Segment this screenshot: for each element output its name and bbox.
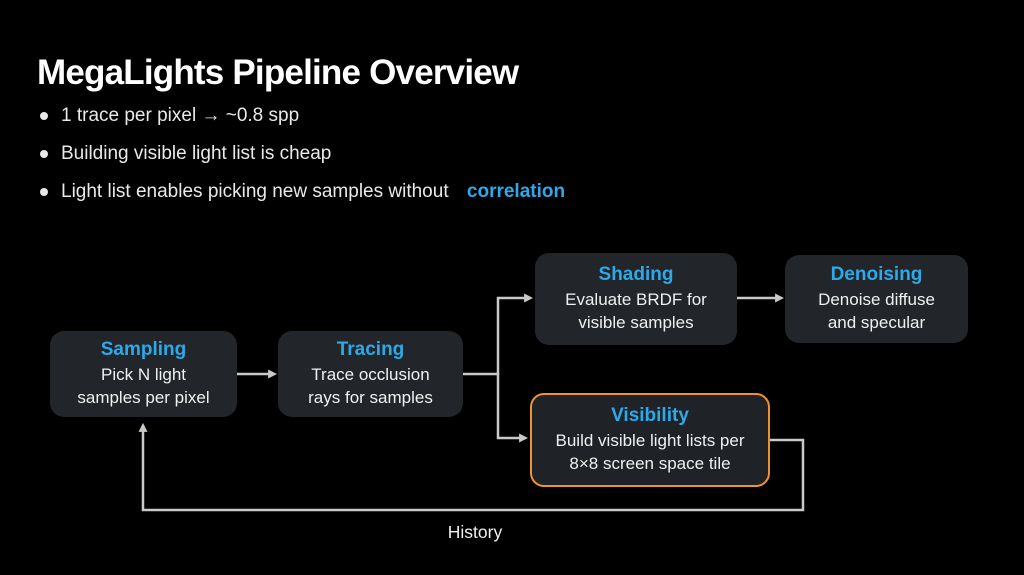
node-description-line: Denoise diffuse: [818, 289, 935, 309]
node-denoising: Denoising Denoise diffuse and specular: [785, 255, 968, 343]
node-title: Shading: [598, 263, 674, 285]
node-description-line: samples per pixel: [77, 387, 210, 407]
node-description-line: Trace occlusion: [311, 364, 430, 384]
node-description-line: Build visible light lists per: [555, 430, 745, 450]
node-description: Trace occlusion rays for samples: [308, 364, 433, 409]
bullet-item: Building visible light list is cheap: [40, 143, 565, 165]
bullet-highlight-text: correlation: [466, 181, 566, 202]
node-description-line: Evaluate BRDF for: [565, 289, 707, 309]
history-label: History: [447, 522, 503, 542]
bullet-dot: [40, 150, 48, 158]
node-title: Denoising: [830, 263, 923, 285]
bullet-text: 1 trace per pixel → ~0.8 spp: [61, 105, 300, 126]
node-description: Evaluate BRDF for visible samples: [565, 289, 707, 334]
bullet-text: Light list enables picking new samples w…: [61, 181, 454, 202]
node-description: Pick N light samples per pixel: [77, 364, 209, 409]
bullet-item: Light list enables picking new samples w…: [40, 181, 565, 203]
node-visibility-highlighted: Visibility Build visible light lists per…: [530, 393, 770, 487]
bullet-dot: [40, 188, 48, 196]
bullet-dot: [40, 112, 48, 120]
arrow-history-feedback: [138, 422, 805, 512]
node-description: Build visible light lists per 8×8 screen…: [556, 430, 745, 475]
node-description-line: visible samples: [578, 312, 694, 332]
arrow-tracing-to-shading: [463, 293, 534, 376]
node-shading: Shading Evaluate BRDF for visible sample…: [535, 253, 737, 345]
bullet-item: 1 trace per pixel → ~0.8 spp: [40, 105, 565, 127]
node-tracing: Tracing Trace occlusion rays for samples: [278, 331, 463, 417]
node-title: Visibility: [611, 404, 689, 426]
page-title: MegaLights Pipeline Overview: [37, 53, 519, 93]
node-title: Tracing: [336, 338, 405, 360]
bullet-text: Building visible light list is cheap: [61, 143, 332, 164]
node-description-line: 8×8 screen space tile: [569, 453, 731, 473]
node-description-line: rays for samples: [308, 387, 433, 407]
arrow-tracing-to-visibility: [496, 374, 529, 443]
node-description-line: Pick N light: [100, 364, 187, 384]
node-sampling: Sampling Pick N light samples per pixel: [50, 331, 237, 417]
bullet-list: 1 trace per pixel → ~0.8 spp Building vi…: [40, 105, 565, 203]
node-description-line: and specular: [827, 312, 926, 332]
node-description: Denoise diffuse and specular: [818, 289, 935, 334]
node-title: Sampling: [100, 338, 187, 360]
